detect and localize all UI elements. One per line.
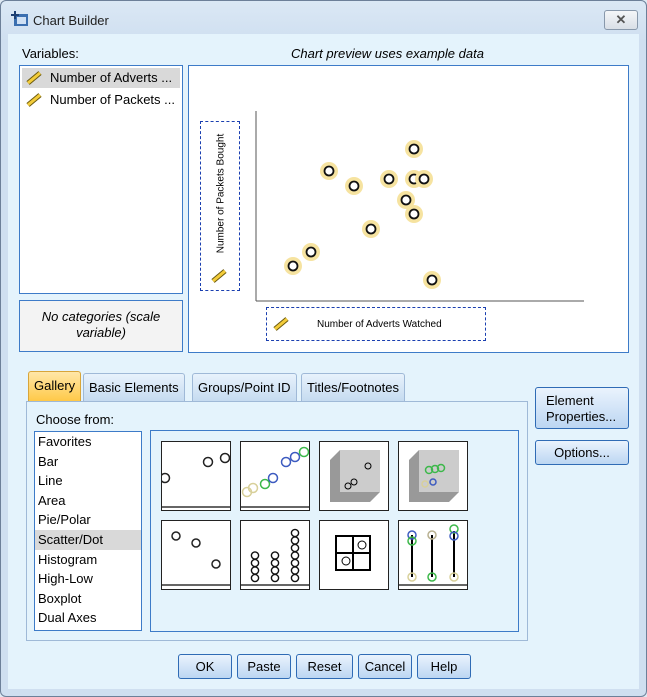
variable-label: Number of Adverts ...: [50, 70, 173, 85]
tab-groups-point-id[interactable]: Groups/Point ID: [192, 373, 297, 401]
tab-gallery[interactable]: Gallery: [28, 371, 82, 402]
summary-point-thumb[interactable]: [161, 520, 231, 590]
variable-label: Number of Packets ...: [50, 92, 175, 107]
chart-type-item[interactable]: Histogram: [38, 551, 98, 567]
variable-item[interactable]: Number of Packets ...: [22, 90, 180, 110]
help-button[interactable]: Help: [417, 654, 471, 679]
dot: [250, 573, 260, 583]
chart-builder-app-icon: [11, 11, 28, 26]
scatter-point: [348, 180, 360, 192]
no-categories-box: No categories (scale variable): [19, 300, 183, 352]
chart-type-item[interactable]: Dual Axes: [38, 610, 97, 626]
simple-scatter-thumb[interactable]: [159, 441, 231, 511]
element-properties-button[interactable]: Element Properties...: [535, 387, 629, 429]
scatter-point: [408, 208, 420, 220]
scatter-point: [365, 223, 377, 235]
scatter-matrix-thumb[interactable]: [319, 520, 389, 590]
scatter-point: [287, 260, 299, 272]
dot: [290, 528, 300, 538]
chart-type-item[interactable]: Favorites: [38, 434, 92, 449]
chart-preview-canvas[interactable]: Number of Packets Bought Number of Adver…: [188, 65, 629, 353]
dot: [290, 566, 300, 575]
chart-type-item[interactable]: Pie/Polar: [38, 512, 91, 528]
dot: [290, 573, 300, 583]
close-button[interactable]: ✕: [604, 10, 638, 30]
variables-list[interactable]: Number of Adverts ... Number of Packets …: [19, 65, 183, 294]
variable-item[interactable]: Number of Adverts ...: [22, 68, 180, 88]
dot-plot-thumb[interactable]: [240, 520, 310, 590]
dot: [270, 573, 280, 583]
y-axis-drop-zone[interactable]: Number of Packets Bought: [200, 121, 240, 291]
chart-type-item[interactable]: High-Low: [38, 571, 93, 587]
dot: [270, 566, 280, 575]
scatter-point: [408, 143, 420, 155]
scatter-point: [383, 173, 395, 185]
paste-button[interactable]: Paste: [237, 654, 291, 679]
y-axis-label: Number of Packets Bought: [215, 133, 227, 254]
reset-button[interactable]: Reset: [296, 654, 353, 679]
tab-basic-elements[interactable]: Basic Elements: [83, 373, 185, 401]
options-button[interactable]: Options...: [535, 440, 629, 465]
scale-ruler-icon: [273, 317, 289, 331]
dot: [270, 558, 280, 568]
grouped-scatter-thumb[interactable]: [240, 441, 310, 511]
preview-caption: Chart preview uses example data: [291, 46, 484, 61]
dot: [250, 566, 260, 575]
scatter-point: [305, 246, 317, 258]
scatter-point: [323, 165, 335, 177]
dot: [250, 558, 260, 568]
scale-ruler-icon: [26, 71, 42, 85]
drop-line-thumb[interactable]: [398, 520, 468, 590]
grouped-3d-scatter-thumb[interactable]: [398, 441, 468, 511]
variables-label: Variables:: [22, 46, 79, 61]
x-axis-label: Number of Adverts Watched: [317, 319, 442, 330]
3d-scatter-thumb[interactable]: [319, 441, 389, 511]
scale-ruler-icon: [26, 93, 42, 107]
chart-type-item[interactable]: Scatter/Dot: [35, 529, 141, 550]
dot: [270, 551, 280, 560]
ok-button[interactable]: OK: [178, 654, 232, 679]
scatter-point: [426, 274, 438, 286]
dot: [290, 536, 300, 545]
chart-type-item[interactable]: Bar: [38, 453, 59, 469]
tab-titles-footnotes[interactable]: Titles/Footnotes: [301, 373, 406, 401]
dot: [290, 558, 300, 568]
dot: [290, 551, 300, 560]
dot: [250, 551, 260, 560]
dot: [290, 543, 300, 553]
scale-ruler-icon: [211, 269, 227, 283]
chart-type-item[interactable]: Area: [38, 492, 66, 508]
scatter-preview: [255, 111, 584, 302]
x-axis-drop-zone[interactable]: Number of Adverts Watched: [266, 307, 486, 341]
chart-type-item[interactable]: Line: [38, 473, 63, 489]
cancel-button[interactable]: Cancel: [358, 654, 412, 679]
chart-thumbnails: [150, 430, 519, 632]
scatter-point: [418, 173, 430, 185]
window-title: Chart Builder: [33, 13, 109, 28]
scatter-point: [400, 194, 412, 206]
chart-type-item[interactable]: Boxplot: [38, 590, 82, 606]
choose-from-label: Choose from:: [36, 412, 115, 427]
